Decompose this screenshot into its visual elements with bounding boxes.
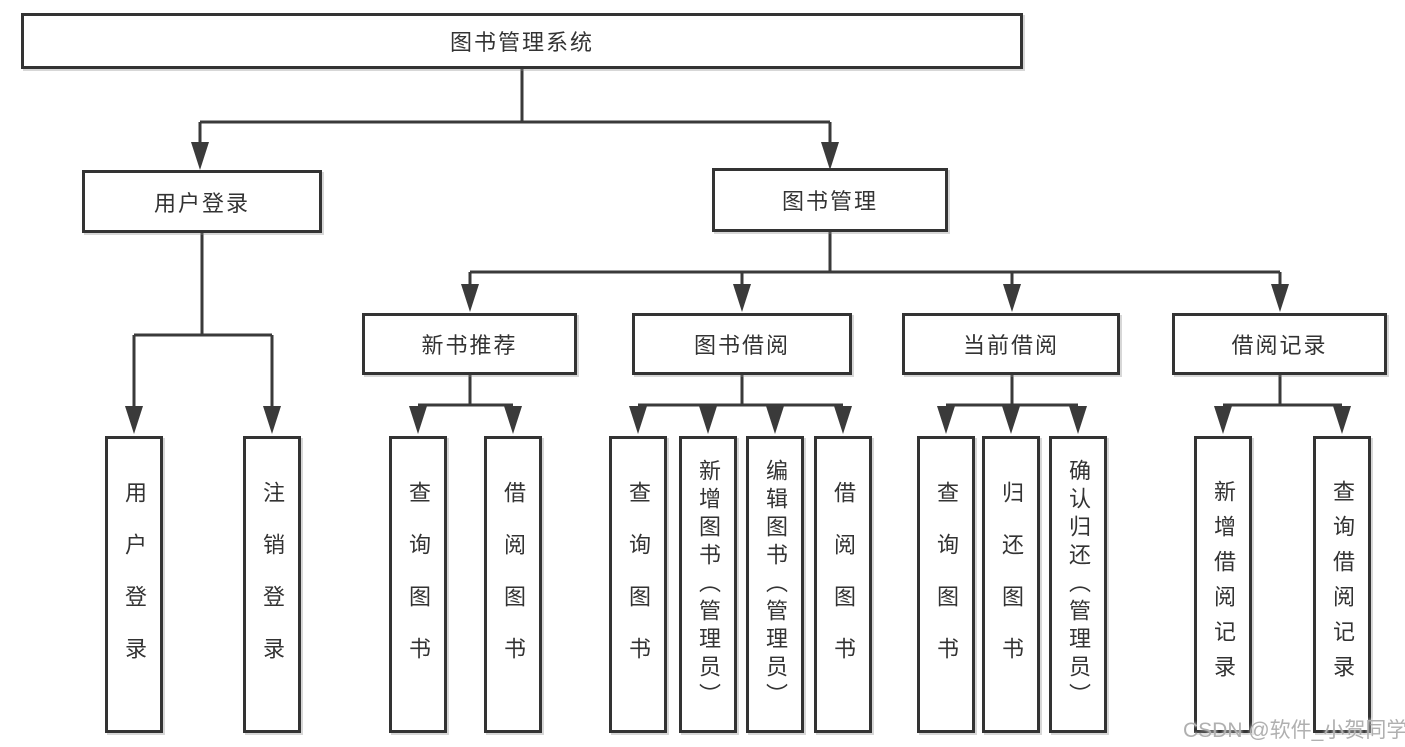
arrow-down-icon xyxy=(1333,406,1351,434)
leaf-return-books: 归还图书 xyxy=(982,436,1040,733)
arrow-down-icon xyxy=(191,142,209,170)
node-label: 图书管理 xyxy=(781,189,878,214)
node-label: 编辑图书（管理员） xyxy=(763,458,788,711)
node-label: 图书借阅 xyxy=(693,333,790,358)
leaf-borrow-books-recommend: 借阅图书 xyxy=(484,436,542,733)
arrow-down-icon xyxy=(1002,406,1020,434)
node-book-borrowing: 图书借阅 xyxy=(632,313,852,375)
arrow-down-icon xyxy=(1003,284,1021,312)
node-label: 查询借阅记录 xyxy=(1330,479,1355,690)
arrow-down-icon xyxy=(1214,406,1232,434)
arrow-down-icon xyxy=(733,284,751,312)
leaf-add-book-admin: 新增图书（管理员） xyxy=(679,436,737,733)
node-label: 用户登录 xyxy=(153,190,250,216)
node-label: 查询图书 xyxy=(406,480,431,689)
node-label: 确认归还（管理员） xyxy=(1066,458,1091,711)
arrow-down-icon xyxy=(1271,284,1289,312)
node-label: 注销登录 xyxy=(260,480,285,689)
node-label: 图书管理系统 xyxy=(449,30,594,55)
leaf-logout: 注销登录 xyxy=(243,436,301,733)
node-borrowing-records: 借阅记录 xyxy=(1172,313,1387,375)
arrow-down-icon xyxy=(834,406,852,434)
node-label: 借阅图书 xyxy=(501,480,526,689)
arrow-down-icon xyxy=(699,406,717,434)
watermark: CSDN @软件_小贺同学 xyxy=(1183,719,1405,742)
arrow-down-icon xyxy=(409,406,427,434)
node-user-login: 用户登录 xyxy=(82,170,322,233)
leaf-search-books-borrowing: 查询图书 xyxy=(609,436,667,733)
arrow-down-icon xyxy=(629,406,647,434)
node-label: 用户登录 xyxy=(122,480,147,689)
node-label: 查询图书 xyxy=(934,480,959,689)
node-library-system: 图书管理系统 xyxy=(21,13,1023,69)
arrow-down-icon xyxy=(461,284,479,312)
leaf-confirm-return-admin: 确认归还（管理员） xyxy=(1049,436,1107,733)
arrow-down-icon xyxy=(125,406,143,434)
leaf-borrow-books-borrowing: 借阅图书 xyxy=(814,436,872,733)
node-label: 查询图书 xyxy=(626,480,651,689)
node-label: 借阅图书 xyxy=(831,480,856,689)
leaf-search-books-current: 查询图书 xyxy=(917,436,975,733)
arrow-down-icon xyxy=(1069,406,1087,434)
node-label: 归还图书 xyxy=(999,480,1024,689)
node-current-borrowing: 当前借阅 xyxy=(902,313,1120,375)
leaf-add-borrow-record: 新增借阅记录 xyxy=(1194,436,1252,733)
leaf-user-login: 用户登录 xyxy=(105,436,163,733)
arrow-down-icon xyxy=(504,406,522,434)
leaf-search-borrow-record: 查询借阅记录 xyxy=(1313,436,1371,733)
node-label: 当前借阅 xyxy=(962,333,1059,358)
arrow-down-icon xyxy=(263,406,281,434)
arrow-down-icon xyxy=(766,406,784,434)
arrow-down-icon xyxy=(937,406,955,434)
arrow-down-icon xyxy=(821,142,839,170)
node-label: 新增借阅记录 xyxy=(1211,479,1236,690)
node-book-management: 图书管理 xyxy=(712,168,948,232)
leaf-search-books-recommend: 查询图书 xyxy=(389,436,447,733)
node-label: 新书推荐 xyxy=(421,333,518,358)
node-label: 借阅记录 xyxy=(1231,333,1328,358)
node-new-book-recommendation: 新书推荐 xyxy=(362,313,577,375)
leaf-edit-book-admin: 编辑图书（管理员） xyxy=(746,436,804,733)
node-label: 新增图书（管理员） xyxy=(696,458,721,711)
